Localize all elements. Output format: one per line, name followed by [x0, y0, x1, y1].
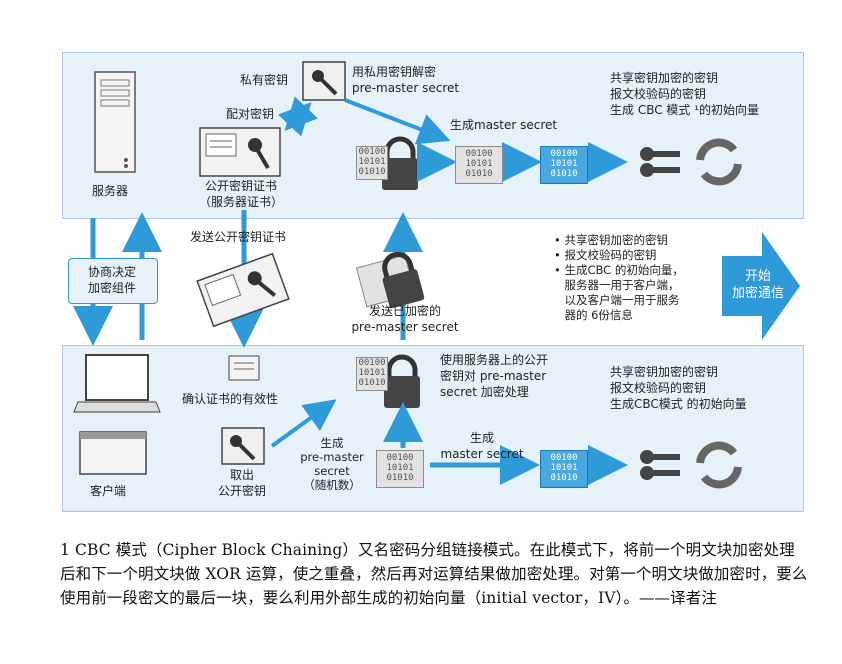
gen-pre-master-label: 生成 pre-master secret （随机数）	[300, 436, 364, 492]
server-uses-label: 共享密钥加密的密钥 报文校验码的密钥 生成 CBC 模式 ¹的初始向量	[610, 71, 760, 117]
server-encrypted-bits: 00100 10101 01010	[356, 146, 388, 180]
send-cert-label: 发送公开密钥证书	[190, 230, 287, 244]
server-certificate-icon	[199, 127, 281, 177]
encrypt-label: 使用服务器上的公开 密钥对 pre-master secret 加密处理	[440, 353, 549, 399]
client-shared-keys-icon	[640, 450, 680, 480]
laptop-icon	[73, 354, 161, 413]
server-icon	[94, 71, 136, 173]
client-label: 客户端	[90, 484, 127, 498]
verify-certificate-icon	[228, 355, 260, 381]
start-encryption-label: 开始 加密通信	[731, 269, 784, 301]
start-encryption-arrow	[722, 232, 800, 340]
send-encrypted-label: 发送已加密的 pre-master secret	[351, 304, 459, 334]
negotiate-box	[68, 258, 158, 304]
server-label: 服务器	[92, 184, 129, 198]
take-key-label: 取出 公开密钥	[217, 468, 266, 498]
client-uses-label: 共享密钥加密的密钥 报文校验码的密钥 生成CBC模式 的初始向量	[610, 365, 747, 411]
client-derived-bits: 00100 10101 01010	[540, 450, 588, 488]
negotiate-label: 协商决定 加密组件	[87, 265, 136, 295]
client-lock-icon	[384, 354, 420, 408]
derived-info-list: • 共享密钥加密的密钥 • 报文校验码的密钥 • 生成CBC 的初始向量， 服务…	[554, 233, 684, 323]
footnote: 1 CBC 模式（Cipher Block Chaining）又名密码分组链接模…	[60, 541, 808, 607]
pair-key-arrow-down	[284, 96, 319, 131]
server-master-bits: 00100 10101 01010	[455, 146, 503, 184]
client-refresh-icon	[696, 441, 742, 489]
pair-key-label: 配对密钥	[226, 107, 275, 121]
decrypt-label: 用私用密钥解密 pre-master secret	[352, 65, 460, 95]
generate-master-label: 生成master secret	[450, 118, 558, 132]
gen-master-label: 生成 master secret	[440, 431, 524, 461]
encrypted-secret-transit-icon	[355, 251, 425, 309]
shared-keys-icon	[640, 147, 680, 177]
private-key-label: 私有密钥	[240, 73, 289, 87]
client-panel	[62, 345, 804, 512]
browser-window-icon	[79, 431, 147, 475]
derived-info-item: • 生成CBC 的初始向量， 服务器一用于客户端， 以及客户端一用于服务 器的 …	[554, 263, 684, 322]
client-pre-master-bits: 00100 10101 01010	[376, 450, 424, 488]
certificate-transit-icon	[196, 252, 290, 328]
verify-label: 确认证书的有效性	[182, 392, 279, 406]
server-derived-bits: 00100 10101 01010	[540, 146, 588, 184]
derived-info-item: • 报文校验码的密钥	[554, 248, 657, 262]
decrypt-arrow	[344, 98, 451, 145]
cert-label: 公开密钥证书 （服务器证书）	[198, 179, 283, 209]
private-key-icon	[302, 61, 346, 101]
refresh-icon	[696, 138, 742, 186]
client-encrypted-bits: 00100 10101 01010	[356, 357, 388, 391]
derived-info-item: • 共享密钥加密的密钥	[554, 233, 668, 247]
take-key-arrow	[270, 399, 337, 448]
public-key-icon	[221, 427, 265, 465]
